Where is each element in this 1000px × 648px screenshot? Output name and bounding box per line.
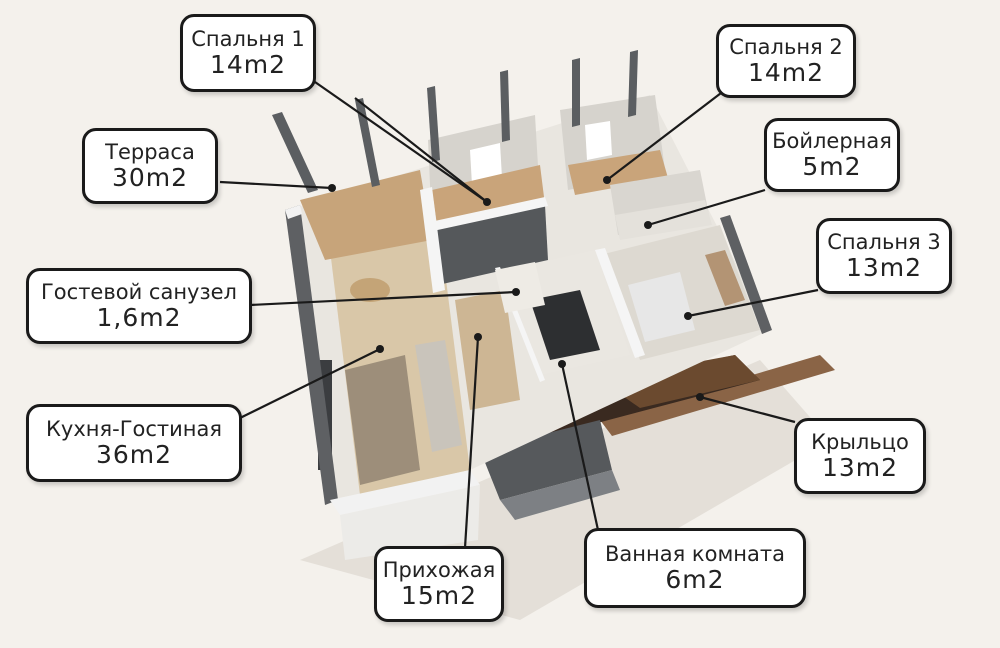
post-2 [355,98,380,187]
room-area: 14m2 [209,49,287,79]
label-gostevoy: Гостевой санузел 1,6m2 [26,268,252,344]
bedroom1-window [470,143,502,185]
dot-spalnya3 [684,312,692,320]
hallway-floor [455,290,520,410]
dot-spalnya1 [483,198,491,206]
post-4 [500,70,510,142]
leader-dots [328,176,704,401]
leader-spalnya1b [354,97,488,203]
room-area: 30m2 [111,162,189,192]
bedroom3-right-wall [720,215,772,334]
dot-prihozhaya [474,333,482,341]
room-area: 14m2 [747,57,825,87]
dot-vannaya [558,360,566,368]
room-name: Крыльцо [811,429,909,454]
partition-2 [420,187,445,293]
label-spalnya3: Спальня 3 13m2 [816,218,952,294]
room-area: 6m2 [665,564,725,594]
room-name: Спальня 1 [191,26,305,51]
label-spalnya1: Спальня 1 14m2 [180,14,316,92]
partition-1 [595,248,645,358]
room-area: 13m2 [821,452,899,482]
room-name: Спальня 2 [729,34,843,59]
bedroom3-bed [628,272,695,342]
post-6 [628,50,638,117]
room-area: 5m2 [802,151,862,181]
label-spalnya2: Спальня 2 14m2 [716,24,856,98]
room-name: Ванная комната [605,541,785,566]
leader-terrasa [219,180,333,190]
room-area: 13m2 [845,252,923,282]
dot-boilernaya [644,221,652,229]
room-name: Терраса [105,139,195,164]
label-prihozhaya: Прихожая 15m2 [374,546,504,622]
left-wall-top [285,205,302,219]
label-krylco: Крыльцо 13m2 [794,418,926,494]
dot-krylco [696,393,704,401]
sofa [415,340,462,452]
guest-wc-floor [495,262,545,313]
terrace-floor [300,170,432,260]
porch-beam [600,355,835,436]
label-vannaya: Ванная комната 6m2 [584,528,806,608]
room-name: Спальня 3 [827,229,941,254]
leader-kuhnya [239,348,381,419]
dot-terrasa [328,184,336,192]
room-area: 36m2 [95,439,173,469]
leader-spalnya3 [687,288,819,318]
leader-boilernaya [647,188,766,227]
front-wall [330,470,480,515]
label-terrasa: Терраса 30m2 [82,128,218,204]
post-3 [427,86,440,162]
leader-lines [219,81,819,549]
room-name: Гостевой санузел [41,279,237,304]
leader-prihozhaya [463,336,480,549]
leader-krylco [699,395,796,424]
leader-spalnya1 [314,81,488,203]
left-wall [285,205,338,505]
bedroom3-desk [705,250,745,306]
room-area: 1,6m2 [96,302,182,332]
porch-deck-light [600,355,760,408]
leader-spalnya2 [606,89,726,181]
porch-steps-2 [500,470,620,520]
front-wall-side [340,485,480,560]
bedroom1-front-wall-top [430,197,548,231]
living-rug [345,355,420,485]
dot-spalnya2 [603,176,611,184]
leader-gostevoy [249,290,517,307]
bedroom1-front-wall [432,205,548,285]
dot-kuhnya [376,345,384,353]
room-area: 15m2 [400,580,478,610]
label-kuhnya: Кухня-Гостиная 36m2 [26,404,242,482]
label-boilernaya: Бойлерная 5m2 [764,118,900,192]
bedroom2-window [585,121,612,160]
bathroom-dark-tile [530,290,600,360]
dot-gostevoy [512,288,520,296]
leader-vannaya [560,363,600,531]
room-name: Кухня-Гостиная [45,416,223,441]
dining-table [350,278,390,302]
post-5 [572,58,580,127]
post-1 [272,112,318,193]
room-name: Бойлерная [772,128,892,153]
room-name: Прихожая [382,557,496,582]
